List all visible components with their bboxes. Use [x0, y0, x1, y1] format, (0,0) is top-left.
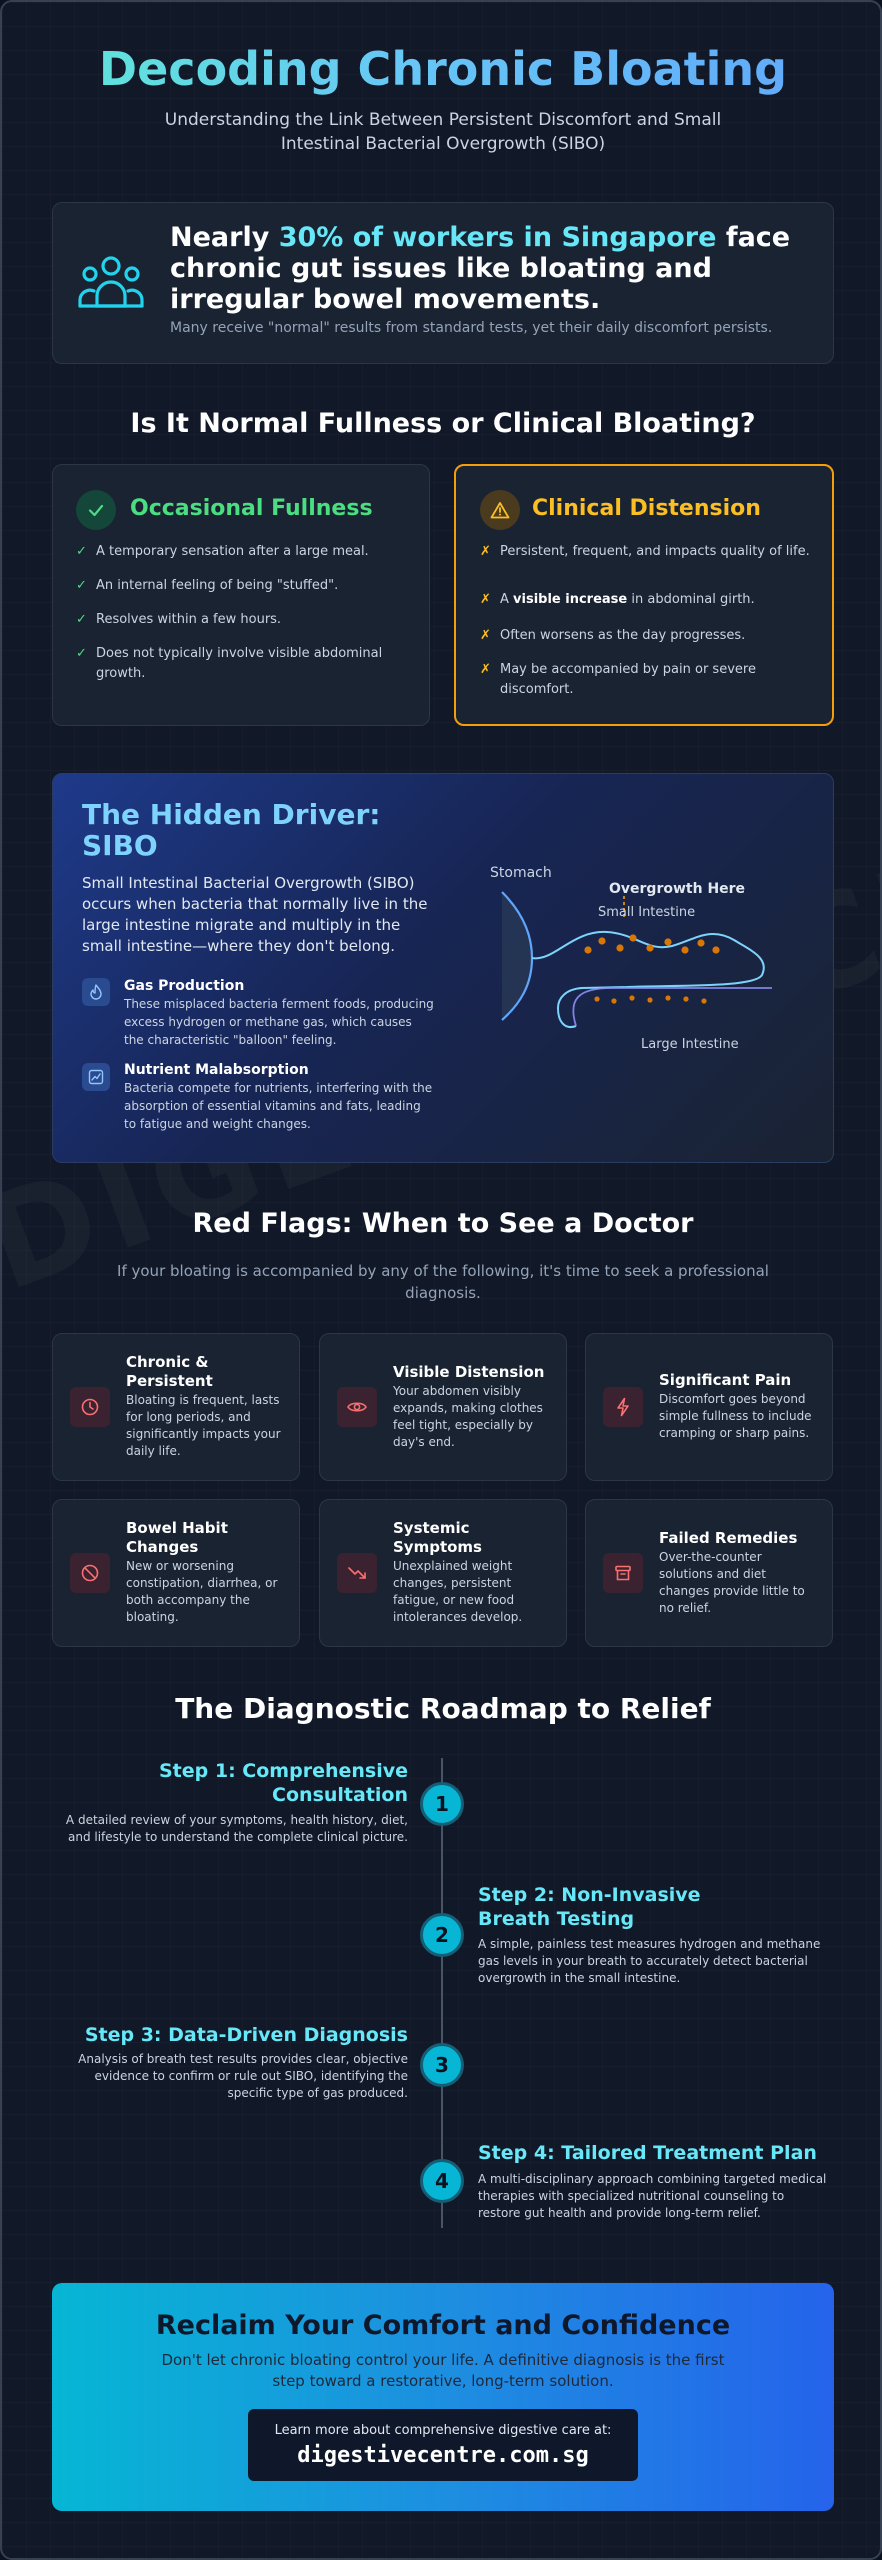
- roadmap-title: The Diagnostic Roadmap to Relief: [175, 1692, 711, 1725]
- small-intestine-label: Small Intestine: [598, 905, 695, 920]
- red-flag-title: Chronic & Persistent: [126, 1353, 213, 1390]
- sibo-title: The Hidden Driver: SIBO: [82, 798, 381, 862]
- clinical-distension-title: Clinical Distension: [532, 496, 761, 521]
- step-number: 3: [420, 2043, 464, 2087]
- red-flags-subtitle: If your bloating is accompanied by any o…: [117, 1262, 769, 1302]
- sibo-card: [52, 773, 834, 1163]
- gas-fire-icon: [82, 978, 110, 1006]
- step-title: Step 3: Data-Driven Diagnosis: [84, 2024, 408, 2046]
- list-item: ✗May be accompanied by pain or severe di…: [480, 660, 800, 700]
- nutrient-malabsorption-title: Nutrient Malabsorption: [124, 1062, 309, 1078]
- red-flag-text: Your abdomen visibly expands, making clo…: [393, 1384, 543, 1449]
- warning-icon: [480, 490, 520, 530]
- nutrient-chart-icon: [82, 1063, 110, 1091]
- red-flag-text: New or worsening constipation, diarrhea,…: [126, 1559, 278, 1624]
- red-flag-title: Bowel Habit Changes: [126, 1519, 228, 1556]
- step-title: Step 4: Tailored Treatment Plan: [478, 2142, 817, 2164]
- step-title: Step 1: Comprehensive Consultation: [159, 1760, 408, 1806]
- step-number: 2: [420, 1913, 464, 1957]
- roadmap-timeline: [441, 1758, 443, 2228]
- list-item: ✓An internal feeling of being "stuffed".: [76, 576, 416, 596]
- cross-icon: ✗: [480, 544, 491, 559]
- large-intestine-outline: [572, 987, 772, 1027]
- step-text: Analysis of breath test results provides…: [78, 2052, 408, 2100]
- check-icon: ✓: [76, 544, 87, 559]
- list-item: ✓Resolves within a few hours.: [76, 610, 416, 630]
- clock-icon: [70, 1387, 110, 1427]
- sibo-description: Small Intestinal Bacterial Overgrowth (S…: [82, 874, 428, 955]
- check-icon: ✓: [76, 646, 87, 661]
- cross-icon: ✗: [480, 628, 491, 643]
- red-flag-title: Visible Distension: [393, 1363, 545, 1381]
- red-flag-title: Failed Remedies: [659, 1529, 798, 1547]
- step-text: A simple, painless test measures hydroge…: [478, 1937, 821, 1985]
- step-number: 4: [420, 2159, 464, 2203]
- red-flag-title: Significant Pain: [659, 1371, 792, 1389]
- step-text: A detailed review of your symptoms, heal…: [65, 1813, 408, 1844]
- stat-highlight: 30% of workers in Singapore: [278, 222, 717, 253]
- cta-link-caption: Learn more about comprehensive digestive…: [274, 2423, 612, 2438]
- red-flag-text: Over-the-counter solutions and diet chan…: [659, 1550, 805, 1615]
- step-text: A multi-disciplinary approach combining …: [478, 2172, 827, 2220]
- bacteria-dots: [584, 934, 720, 1004]
- small-intestine-outline: [531, 930, 765, 1028]
- occasional-fullness-title: Occasional Fullness: [130, 496, 373, 521]
- list-item: ✗A visible increase in abdominal girth.: [480, 590, 820, 610]
- stat-headline-post: face chronic gut issues like bloating an…: [170, 222, 791, 315]
- red-flag-title: Systemic Symptoms: [393, 1519, 482, 1556]
- page-title: Decoding Chronic Bloating: [2, 42, 880, 96]
- red-flags-title: Red Flags: When to See a Doctor: [192, 1208, 694, 1239]
- list-item: ✓A temporary sensation after a large mea…: [76, 542, 416, 562]
- users-group-icon: [78, 256, 144, 308]
- gut-diagram: Stomach Overgrowth Here Small Intestine …: [490, 865, 772, 1052]
- eye-icon: [337, 1387, 377, 1427]
- check-circle-icon: [76, 490, 116, 530]
- large-intestine-label: Large Intestine: [641, 1037, 739, 1052]
- cta-website-link[interactable]: digestivecentre.com.sg: [297, 2443, 589, 2468]
- list-item: ✓Does not typically involve visible abdo…: [76, 644, 406, 684]
- stat-subtext: Many receive "normal" results from stand…: [170, 320, 773, 336]
- check-icon: ✓: [76, 612, 87, 627]
- stomach-label: Stomach: [490, 865, 552, 881]
- page-subtitle: Understanding the Link Between Persisten…: [164, 110, 722, 154]
- step-title: Step 2: Non-Invasive Breath Testing: [478, 1884, 701, 1930]
- archive-icon: [603, 1553, 643, 1593]
- overgrowth-label: Overgrowth Here: [609, 881, 745, 897]
- stat-headline-pre: Nearly: [170, 222, 279, 253]
- step-number: 1: [420, 1782, 464, 1826]
- cta-subtitle: Don't let chronic bloating control your …: [161, 2351, 725, 2390]
- red-flag-text: Bloating is frequent, lasts for long per…: [126, 1393, 281, 1458]
- ban-icon: [70, 1553, 110, 1593]
- red-flag-text: Unexplained weight changes, persistent f…: [393, 1559, 523, 1624]
- list-item: ✗Persistent, frequent, and impacts quali…: [480, 542, 820, 562]
- list-item: ✗Often worsens as the day progresses.: [480, 626, 820, 646]
- compare-section-title: Is It Normal Fullness or Clinical Bloati…: [130, 408, 756, 439]
- stat-card: [52, 202, 834, 364]
- cross-icon: ✗: [480, 662, 491, 677]
- red-flag-text: Discomfort goes beyond simple fullness t…: [659, 1392, 812, 1440]
- cta-title: Reclaim Your Comfort and Confidence: [155, 2310, 731, 2341]
- cta-link-box[interactable]: [248, 2409, 638, 2481]
- stat-headline: Nearly 30% of workers in Singapore face …: [170, 222, 810, 315]
- lightning-icon: [603, 1387, 643, 1427]
- nutrient-malabsorption-text: Bacteria compete for nutrients, interfer…: [124, 1081, 433, 1131]
- gas-production-text: These misplaced bacteria ferment foods, …: [124, 997, 434, 1047]
- cross-icon: ✗: [480, 592, 491, 607]
- check-icon: ✓: [76, 578, 87, 593]
- trend-down-icon: [337, 1553, 377, 1593]
- gas-production-title: Gas Production: [124, 978, 245, 994]
